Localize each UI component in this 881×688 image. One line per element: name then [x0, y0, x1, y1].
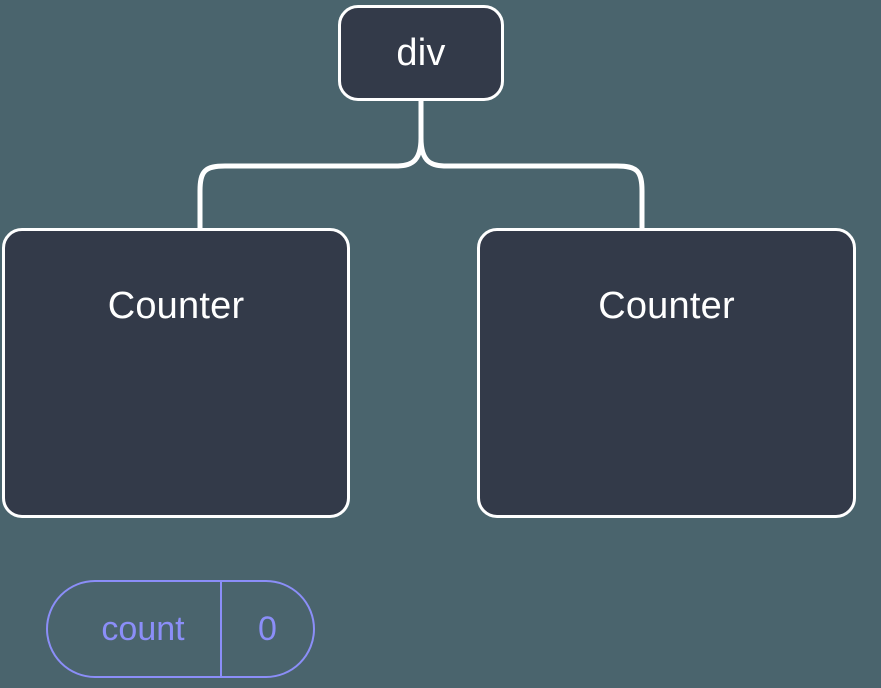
node-counter-right[interactable]: Counter count 1	[477, 228, 856, 518]
node-counter-left-label: Counter	[107, 285, 245, 327]
node-div[interactable]: div	[338, 5, 504, 101]
diagram-canvas: div Counter count 0 Counter count 1	[2, 5, 856, 678]
connector-to-right-child	[418, 135, 645, 233]
state-pill-count-left[interactable]: count 0	[46, 580, 315, 678]
connector-to-left-child	[197, 135, 424, 233]
node-counter-right-label: Counter	[598, 285, 735, 327]
node-counter-left[interactable]: Counter count 0	[2, 228, 350, 678]
node-div-label: div	[396, 31, 446, 74]
state-value-label: 0	[258, 609, 277, 648]
state-key-label: count	[48, 582, 222, 676]
connector-lines	[197, 97, 645, 233]
